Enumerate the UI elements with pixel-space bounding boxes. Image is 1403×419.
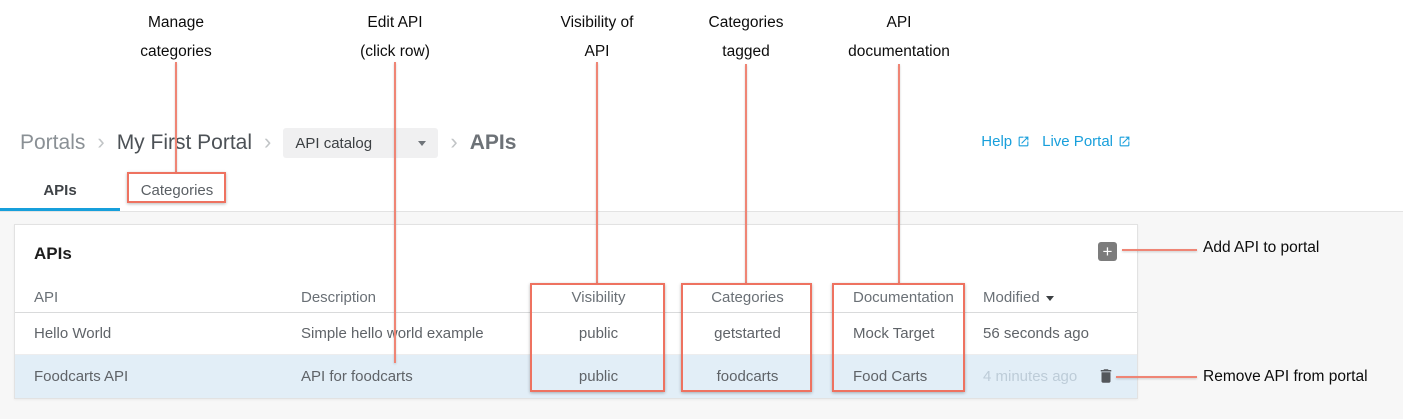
annotation-edit-api: Edit API (click row) (360, 14, 430, 60)
tab-bar: APIs Categories (0, 170, 1403, 211)
column-header-categories[interactable]: Categories (711, 289, 784, 306)
breadcrumb-current-page: APIs (469, 131, 517, 154)
help-link-label: Help (981, 133, 1013, 150)
api-catalog-dropdown-value: API catalog (295, 134, 373, 152)
cell-modified: 4 minutes ago (983, 368, 1078, 385)
breadcrumb-portal-name[interactable]: My First Portal (116, 131, 253, 154)
cell-visibility: public (578, 368, 619, 385)
api-catalog-dropdown[interactable]: API catalog (283, 128, 439, 158)
cell-documentation: Food Carts (853, 368, 928, 385)
cell-api: Hello World (34, 325, 112, 342)
breadcrumb: Portals › My First Portal › API catalog … (20, 126, 516, 160)
cell-documentation: Mock Target (853, 325, 935, 342)
active-tab-underline (0, 208, 120, 211)
cell-api: Foodcarts API (34, 368, 129, 385)
tab-apis-label: APIs (43, 182, 77, 199)
breadcrumb-chevron-icon: › (97, 129, 105, 154)
column-header-visibility[interactable]: Visibility (571, 289, 626, 306)
panel-title: APIs (34, 244, 72, 263)
annotation-categories-tagged: Categories tagged (708, 14, 784, 60)
annotation-visibility-of-api: Visibility of API (560, 14, 634, 60)
cell-categories: getstarted (714, 325, 781, 342)
annotation-line-documentation (898, 64, 900, 283)
table-row-foodcarts[interactable]: Foodcarts API API for foodcarts public f… (15, 355, 1137, 398)
annotation-line-remove-api (1116, 376, 1197, 378)
dropdown-caret-icon (418, 140, 427, 146)
live-portal-link[interactable]: Live Portal (1042, 133, 1131, 150)
table-row-hello-world[interactable]: Hello World Simple hello world example p… (15, 313, 1137, 355)
live-portal-link-label: Live Portal (1042, 133, 1113, 150)
external-link-icon (1119, 136, 1130, 147)
annotation-add-api-to-portal: Add API to portal (1203, 239, 1320, 256)
breadcrumb-chevron-icon: › (264, 129, 272, 154)
cell-description: API for foodcarts (301, 368, 413, 385)
delete-api-icon[interactable] (1097, 367, 1115, 385)
annotation-remove-api-from-portal: Remove API from portal (1203, 368, 1368, 385)
add-api-button[interactable]: + (1098, 242, 1117, 261)
panel-header: APIs + (15, 225, 1137, 283)
help-link[interactable]: Help (981, 133, 1030, 150)
annotation-api-documentation: API documentation (848, 14, 950, 60)
external-link-icon (1018, 136, 1029, 147)
column-header-documentation[interactable]: Documentation (853, 289, 954, 306)
cell-visibility: public (578, 325, 619, 342)
tab-categories-label: Categories (140, 182, 214, 199)
annotation-line-add-api (1122, 249, 1197, 251)
tab-apis[interactable]: APIs (0, 170, 120, 211)
apis-panel: APIs + API Description Visibility Catego… (14, 224, 1138, 399)
column-header-modified[interactable]: Modified (983, 289, 1137, 306)
cell-description: Simple hello world example (301, 325, 484, 342)
column-header-api[interactable]: API (34, 289, 59, 306)
table-header-row: API Description Visibility Categories Do… (15, 283, 1137, 313)
breadcrumb-chevron-icon: › (450, 129, 458, 154)
plus-icon: + (1102, 242, 1113, 261)
top-links: Help Live Portal (981, 133, 1131, 150)
cell-categories: foodcarts (716, 368, 779, 385)
column-header-description[interactable]: Description (301, 289, 377, 306)
tab-categories[interactable]: Categories (127, 170, 227, 211)
annotation-line-edit-api (394, 62, 396, 363)
sort-descending-icon (1045, 295, 1054, 301)
breadcrumb-portals-link[interactable]: Portals (20, 131, 86, 154)
annotation-manage-categories: Manage categories (140, 14, 212, 60)
annotation-line-categories (745, 64, 747, 283)
annotation-line-manage-categories (175, 62, 177, 172)
cell-modified: 56 seconds ago (983, 325, 1089, 342)
annotation-line-visibility (596, 62, 598, 283)
